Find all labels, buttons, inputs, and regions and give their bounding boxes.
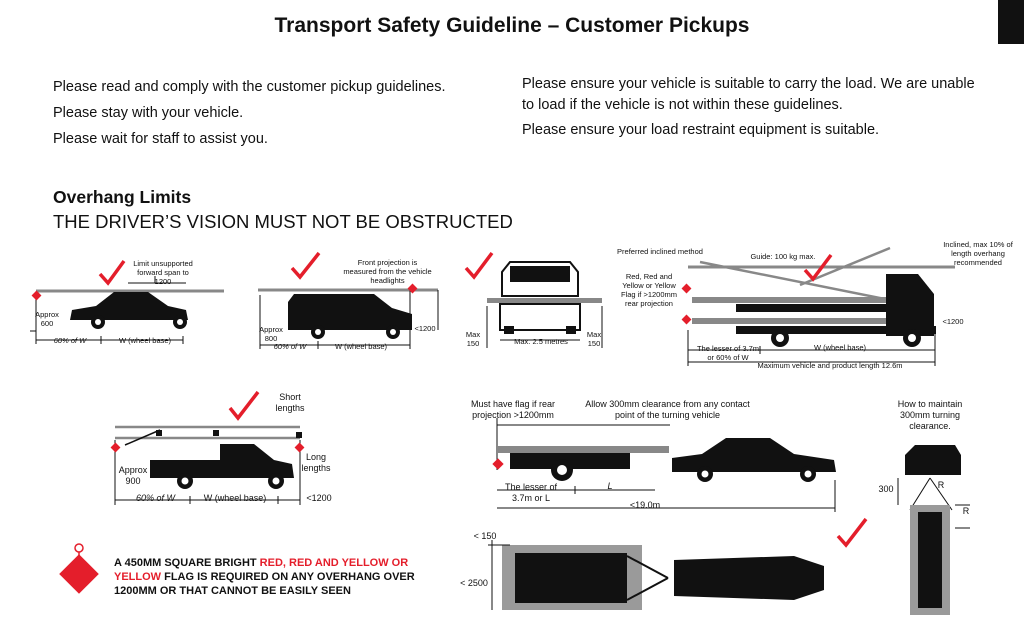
- ute-max-left: Max 150: [465, 330, 481, 348]
- trailer-top-150: < 150: [473, 531, 497, 541]
- ute-width: Max. 2.5 metres: [514, 337, 568, 346]
- turning-r2: R: [962, 506, 970, 516]
- intro-line: Please read and comply with the customer…: [53, 79, 446, 95]
- truck-guide: Guide: 100 kg max.: [750, 252, 816, 261]
- intro-line: Please wait for staff to assist you.: [53, 131, 268, 147]
- truck-inclined: Inclined, max 10% of length overhang rec…: [943, 240, 1013, 267]
- flag-icon: [407, 283, 418, 294]
- section-subtitle: THE DRIVER’S VISION MUST NOT BE OBSTRUCT…: [53, 211, 513, 232]
- pickup-short: Short lengths: [275, 392, 305, 413]
- trailer-clearance: Allow 300mm clearance from any contact p…: [585, 399, 750, 420]
- pickup-pct: 60% of W: [135, 493, 175, 503]
- intro-line: Please stay with your vehicle.: [53, 105, 244, 121]
- flag-notice-part2: FLAG IS REQUIRED ON ANY OVERHANG OVER 12…: [114, 571, 415, 597]
- turning-r1: R: [937, 480, 945, 490]
- checkmark-icon: [464, 251, 494, 280]
- ute-max-right: Max 150: [586, 330, 602, 348]
- tow-car-silhouette: [672, 438, 836, 472]
- van-pct: 60% of W: [273, 342, 307, 351]
- checkmark-icon: [228, 390, 260, 421]
- flag-notice-highlight: RED, RED AND YELLOW OR YELLOW: [114, 557, 409, 583]
- intro-left: Please read and comply with the customer…: [53, 74, 503, 152]
- truck-preferred: Preferred inclined method: [617, 247, 703, 256]
- turning-dim-300: 300: [878, 484, 894, 494]
- pickup-approx: Approx 900: [118, 465, 148, 486]
- sedan-limit-label: Limit unsupported forward span to 1200: [133, 259, 193, 286]
- truck-max-length: Maximum vehicle and product length 12.6m: [757, 361, 903, 370]
- pickup-silhouette: [150, 444, 294, 478]
- turning-title: How to maintain 300mm turning clearance.: [897, 399, 963, 431]
- corner-tab: [998, 0, 1024, 44]
- van-silhouette: [288, 294, 412, 330]
- trailer-width-2500: < 2500: [460, 578, 488, 588]
- truck-flag-label: Red, Red and Yellow or Yellow Flag if >1…: [620, 272, 678, 308]
- sedan-pct: 60% of W: [53, 336, 87, 345]
- truck-wheelbase: W (wheel base): [813, 343, 867, 352]
- van-approx: Approx 800: [259, 325, 283, 343]
- flag-icon: [681, 283, 692, 294]
- checkmark-icon: [836, 517, 868, 548]
- truck-limit: <1200: [942, 317, 964, 326]
- checkmark-icon: [803, 253, 833, 282]
- flag-icon: [492, 458, 504, 470]
- flag-notice-part1: A 450MM SQUARE BRIGHT: [114, 557, 260, 569]
- trailer-length: L: [607, 481, 613, 491]
- checkmark-icon: [290, 251, 321, 280]
- ute-rear-silhouette: [501, 261, 579, 297]
- sedan-wheelbase: W (wheel base): [118, 336, 172, 345]
- flag-icon: [681, 314, 692, 325]
- pickup-wheelbase: W (wheel base): [203, 493, 267, 503]
- van-front-label: Front projection is measured from the ve…: [343, 258, 432, 285]
- van-limit: <1200: [414, 324, 436, 333]
- truck-lesser: The lesser of 3.7m or 60% of W: [696, 344, 760, 362]
- intro-line: Please ensure your load restraint equipm…: [522, 122, 880, 138]
- flag-icon: [294, 442, 305, 453]
- pickup-long: Long lengths: [301, 452, 331, 473]
- flag-notice: A 450MM SQUARE BRIGHT RED, RED AND YELLO…: [114, 556, 454, 598]
- trailer-flag-note: Must have flag if rear projection >1200m…: [470, 399, 556, 420]
- sedan-approx: Approx 600: [35, 310, 59, 328]
- intro-right: Please ensure your vehicle is suitable t…: [522, 74, 982, 145]
- car-front-silhouette: [905, 445, 961, 475]
- van-wheelbase: W (wheel base): [334, 342, 388, 351]
- checkmark-icon: [98, 259, 126, 286]
- trailer-lesser: The lesser of 3.7m or L: [504, 482, 558, 503]
- section-title: Overhang Limits: [53, 187, 192, 207]
- sedan-silhouette: [70, 292, 188, 320]
- page-title: Transport Safety Guideline – Customer Pi…: [274, 14, 750, 37]
- intro-line: Please ensure your vehicle is suitable t…: [522, 76, 975, 113]
- pickup-limit: <1200: [306, 493, 332, 503]
- truck-cab: [886, 274, 934, 336]
- tow-car-top: [674, 556, 824, 600]
- trailer-total: <19.0m: [629, 500, 661, 510]
